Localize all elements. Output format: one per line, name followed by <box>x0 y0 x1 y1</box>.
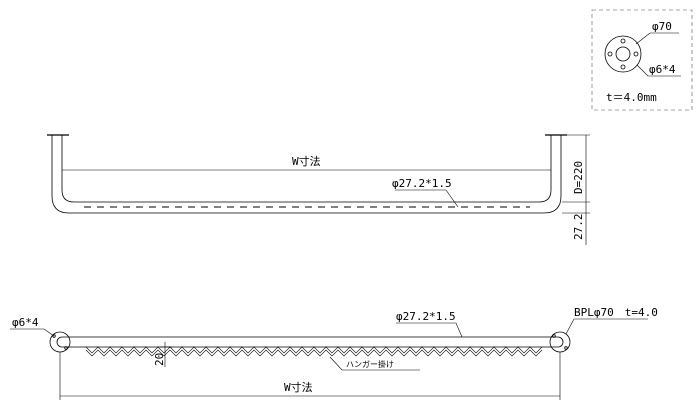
holes-leader <box>636 64 681 77</box>
plan-offset-label: 20 <box>153 353 166 366</box>
holes-leader <box>10 328 55 337</box>
base-plate-detail: φ70 φ6*4 t＝4.0mm <box>591 9 693 111</box>
mounting-hole <box>564 346 568 350</box>
mounting-hole <box>607 51 613 57</box>
plate-leader <box>565 318 648 335</box>
hanger-leader <box>329 356 420 371</box>
detail-holes-label: φ6*4 <box>649 63 676 76</box>
pipe-outer <box>51 135 562 214</box>
pipe-leader <box>395 189 459 208</box>
detail-diameter-label: φ70 <box>652 20 672 33</box>
plan-pipe-label: φ27.2*1.5 <box>396 310 456 323</box>
plan-view: φ6*4 φ27.2*1.5 BPLφ70 t=4.0 20 ハンガー掛け W寸… <box>10 306 658 400</box>
plan-hanger-label: ハンガー掛け <box>346 359 394 369</box>
front-view: W寸法 φ27.2*1.5 D=220 27.2 <box>47 134 590 245</box>
base-plate-outline <box>604 35 642 73</box>
detail-frame <box>591 9 693 111</box>
diameter-leader <box>635 32 679 45</box>
hanger-zigzag-upper <box>85 346 543 354</box>
plan-width-label: W寸法 <box>284 380 313 394</box>
mounting-hole <box>620 64 626 70</box>
pipe-leader <box>396 322 463 338</box>
plan-plate-label: BPLφ70 t=4.0 <box>574 306 658 319</box>
mounting-hole <box>52 334 56 338</box>
front-pipe-label: φ27.2*1.5 <box>392 177 452 190</box>
pipe-inner <box>61 135 552 203</box>
front-height-label: 27.2 <box>572 214 585 241</box>
front-depth-label: D=220 <box>572 161 585 194</box>
mounting-hole <box>633 51 639 57</box>
plan-holes-label: φ6*4 <box>12 316 39 329</box>
detail-thickness-label: t＝4.0mm <box>606 91 657 104</box>
base-plate-center-hole <box>615 46 631 62</box>
pipe-bar <box>56 336 564 348</box>
hanger-zigzag-lower <box>85 349 543 357</box>
mounting-hole <box>620 38 626 44</box>
front-width-label: W寸法 <box>292 154 321 168</box>
